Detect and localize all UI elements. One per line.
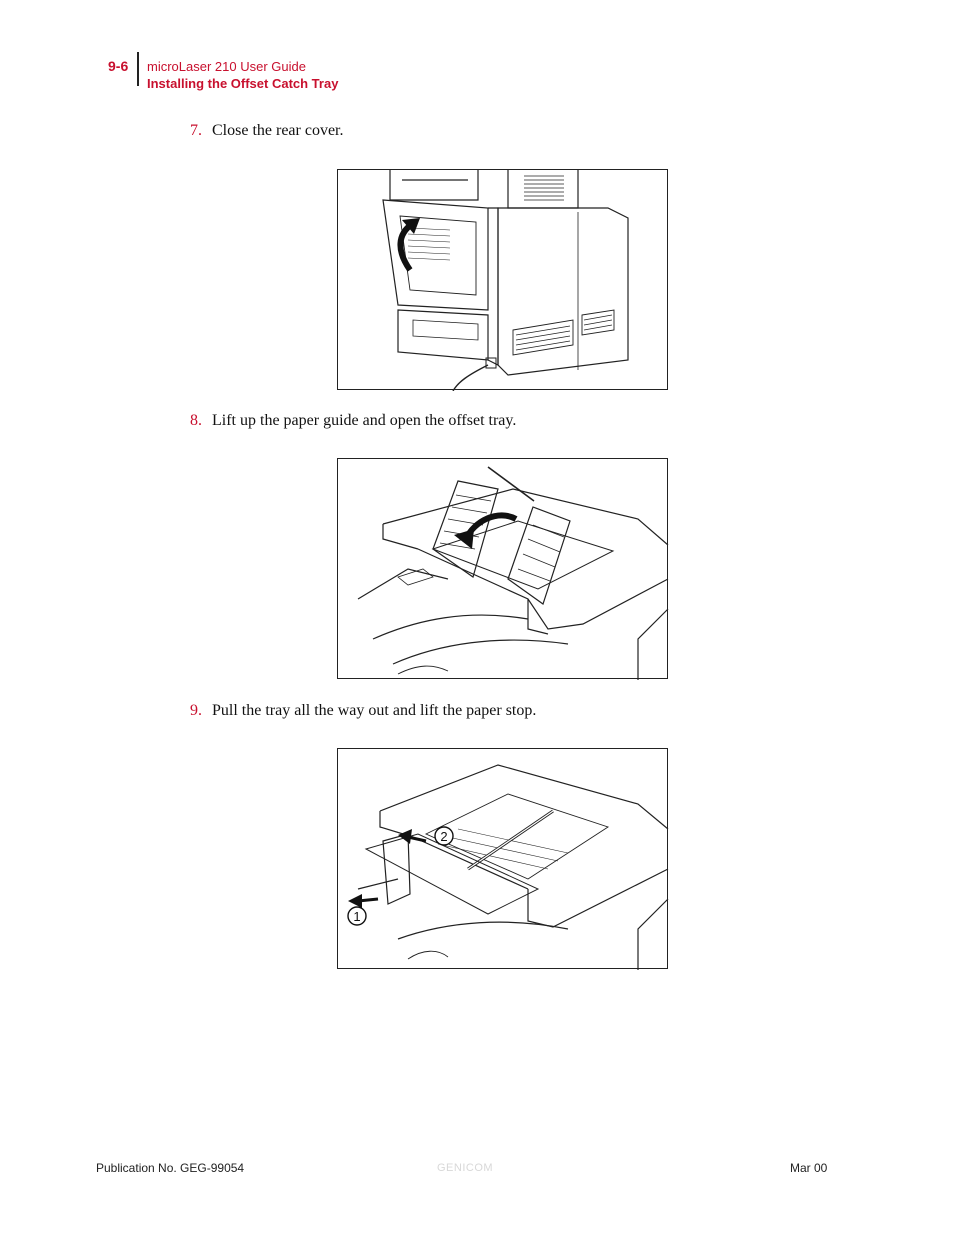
paper-stop-illustration: 1 2 bbox=[347, 764, 669, 970]
step-number: 8. bbox=[190, 412, 202, 429]
figure-open-offset-tray bbox=[337, 458, 669, 680]
page-number: 9-6 bbox=[108, 58, 129, 74]
footer-date: Mar 00 bbox=[790, 1161, 828, 1175]
offset-tray-illustration bbox=[357, 466, 669, 680]
footer-publication: Publication No. GEG-99054 bbox=[96, 1161, 245, 1175]
callout-1: 1 bbox=[347, 906, 367, 926]
step-9: 9. Pull the tray all the way out and lif… bbox=[190, 702, 536, 720]
footer-logo: GENICOM bbox=[437, 1162, 494, 1174]
header-text: microLaser 210 User Guide Installing the… bbox=[147, 58, 338, 92]
callout-1-label: 1 bbox=[353, 909, 360, 924]
step-8: 8. Lift up the paper guide and open the … bbox=[190, 412, 516, 430]
step-7: 7. Close the rear cover. bbox=[190, 122, 344, 140]
step-text: Lift up the paper guide and open the off… bbox=[212, 412, 517, 429]
guide-title: microLaser 210 User Guide bbox=[147, 59, 306, 74]
step-number: 9. bbox=[190, 702, 202, 719]
step-number: 7. bbox=[190, 122, 202, 139]
callout-2-label: 2 bbox=[440, 829, 447, 844]
section-title: Installing the Offset Catch Tray bbox=[147, 76, 339, 91]
header-divider bbox=[137, 52, 139, 86]
step-text: Pull the tray all the way out and lift t… bbox=[212, 702, 537, 719]
printer-rear-illustration bbox=[382, 170, 629, 391]
callout-2: 2 bbox=[434, 826, 454, 846]
step-text: Close the rear cover. bbox=[212, 122, 344, 139]
figure-close-rear-cover bbox=[337, 169, 668, 391]
figure-pull-tray-paper-stop: 1 2 bbox=[337, 748, 669, 970]
